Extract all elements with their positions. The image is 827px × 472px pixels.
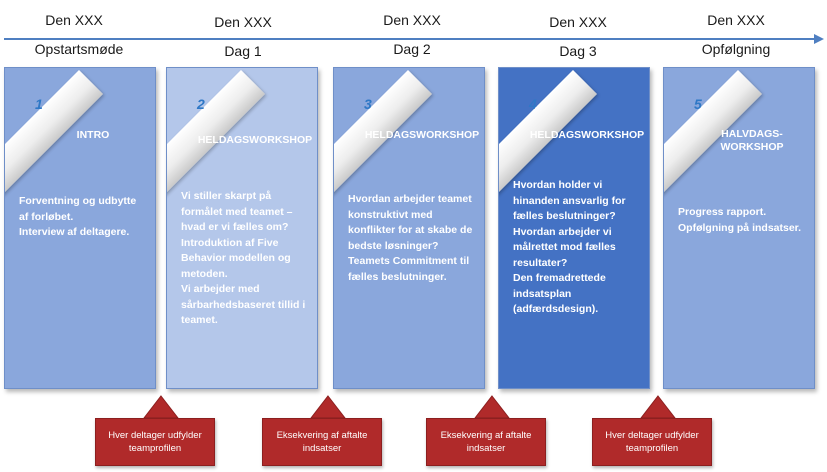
stage-title: HELDAGSWORKSHOP [529,129,645,141]
callout-box-4: Hver deltager udfylder teamprofilen [592,418,712,466]
stage-title: HALVDAGS- WORKSHOP [720,128,784,153]
callout-box-1: Hver deltager udfylder teamprofilen [95,418,215,466]
callout-box-3: Eksekvering af aftalte indsatser [426,418,546,466]
stage-body: Progress rapport. Opfølgning på indsatse… [678,205,806,236]
callout-label: Eksekvering af aftalte indsatser [440,430,532,454]
stage-body: Forventning og udbytte af forløbet. Inte… [19,194,147,241]
stage-title: HELDAGSWORKSHOP [197,134,313,146]
stage-card-2: 2 HELDAGSWORKSHOP Vi stiller skarpt på f… [166,67,318,389]
callout-arrow-icon [474,395,510,419]
stage-number: 2 [197,96,205,112]
stage-body-line: Hvordan arbejder teamet konstruktivt med… [348,193,473,252]
stage-body-line: Opfølgning på indsatser. [678,221,802,234]
stage-body-line: Hvordan arbejder vi målrettet mod fælles… [513,225,616,269]
callout-label: Hver deltager udfylder teamprofilen [605,430,699,454]
timeline-date-1: Den XXX [45,12,103,28]
timeline-arrow-head [814,34,824,44]
stage-body-line: Introduktion af Five Behavior modellen o… [181,236,291,280]
stage-card-4: 4 HELDAGSWORKSHOP Hvordan holder vi hina… [498,67,650,389]
timeline-date-3: Den XXX [383,12,441,28]
stage-body-line: Progress rapport. [678,206,767,218]
stage-number: 5 [694,96,702,112]
stage-body-line: Teamets Commitment til fælles beslutning… [348,255,470,283]
stage-number: 4 [529,96,537,112]
stage-number: 3 [364,96,372,112]
stage-body-line: Den fremadrettede indsatsplan (adfærdsde… [513,272,606,315]
timeline-phase-2: Dag 1 [224,43,262,59]
stage-card-3: 3 HELDAGSWORKSHOP Hvordan arbejder teame… [333,67,485,389]
timeline-date-2: Den XXX [214,14,272,30]
callout-label: Eksekvering af aftalte indsatser [276,430,368,454]
callout-box-2: Eksekvering af aftalte indsatser [262,418,382,466]
callout-label: Hver deltager udfylder teamprofilen [108,430,202,454]
stage-body: Hvordan arbejder teamet konstruktivt med… [348,192,476,285]
timeline-phase-5: Opfølgning [701,41,771,57]
timeline-phase-1: Opstartsmøde [34,41,124,57]
callout-arrow-icon [640,395,676,419]
stage-body-line: Forventning og udbytte af forløbet. [19,195,137,223]
stage-body-line: Vi arbejder med sårbarhedsbaseret tillid… [181,283,306,326]
stage-body: Hvordan holder vi hinanden ansvarlig for… [513,178,641,318]
stage-card-1: 1 INTRO Forventning og udbytte af forløb… [4,67,156,389]
stage-body-line: Vi stiller skarpt på formålet med teamet… [181,190,293,233]
callout-arrow-icon [310,395,346,419]
callout-arrow-icon [143,395,179,419]
timeline-date-5: Den XXX [707,12,765,28]
stage-card-5: 5 HALVDAGS- WORKSHOP Progress rapport. O… [663,67,815,389]
stage-title: HELDAGSWORKSHOP [364,129,480,141]
stage-body-line: Hvordan holder vi hinanden ansvarlig for… [513,179,626,222]
timeline-date-4: Den XXX [549,14,607,30]
timeline-phase-4: Dag 3 [559,43,597,59]
stage-number: 1 [35,96,43,112]
stage-title: INTRO [76,129,110,141]
timeline-arrow [4,38,817,40]
stage-body: Vi stiller skarpt på formålet med teamet… [181,189,309,329]
stage-body-line: Interview af deltagere. [19,226,130,238]
timeline-phase-3: Dag 2 [393,41,431,57]
